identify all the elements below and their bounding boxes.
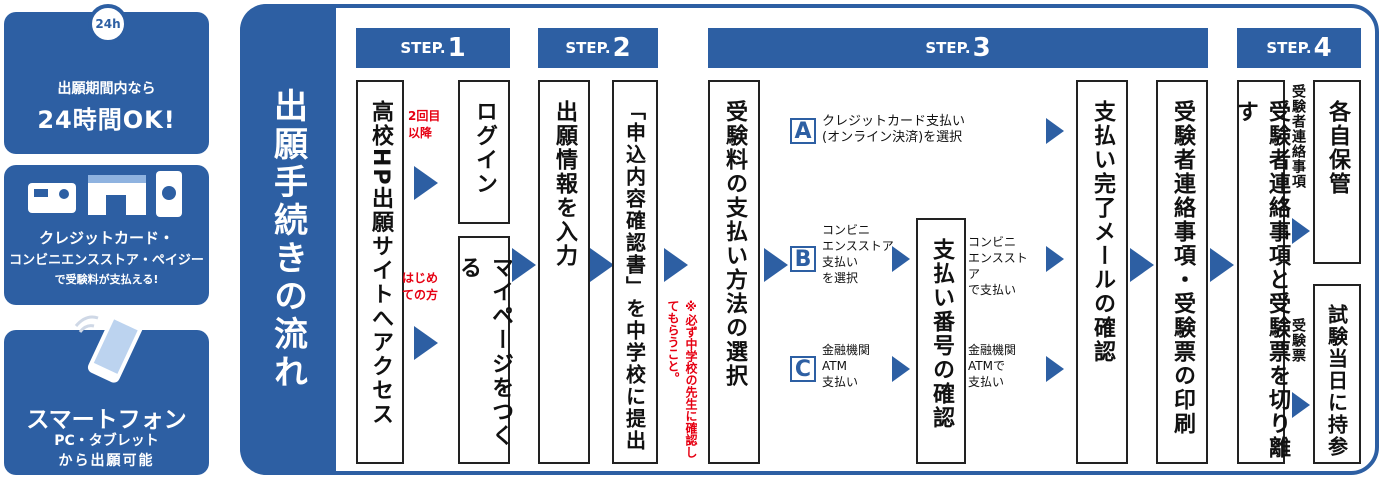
- step-header-4: STEP.4: [1237, 28, 1361, 68]
- credit-card-icon: [28, 183, 76, 213]
- arrow-2-3: [664, 248, 688, 282]
- step-header-3: STEP.3: [708, 28, 1208, 68]
- box-mypage: マイページをつくる: [456, 236, 513, 464]
- step-header-1: STEP.1: [356, 28, 510, 68]
- arrow-a: [1046, 118, 1064, 144]
- note-second-time: 2回目以降: [408, 109, 441, 140]
- arrow-2a: [590, 248, 614, 282]
- box-site-access: 高校HP出願サイトへアクセス: [356, 80, 404, 464]
- arrow-3b: [1130, 248, 1154, 282]
- letter-c: C: [790, 356, 816, 382]
- payment-b-right-text: コンビニ エンスストア で支払い: [968, 235, 1028, 297]
- flow-panel: [240, 4, 1379, 475]
- clock-icon: 24h: [88, 4, 128, 44]
- arrow-1-2: [512, 248, 536, 282]
- arrow-c-right: [1046, 356, 1064, 382]
- label-exam-ticket: 受験票: [1290, 318, 1306, 363]
- arrow-b-right: [1046, 246, 1064, 272]
- arrow-b: [892, 246, 910, 272]
- box-bring: 試験当日に持参: [1313, 284, 1361, 464]
- payment-c-text: 金融機関 ATM 支払い: [822, 343, 871, 389]
- box-input-info: 出願情報を入力: [538, 80, 590, 464]
- payment-icons: [28, 171, 182, 217]
- step-header-2: STEP.2: [538, 28, 658, 68]
- payment-b-text: コンビニ エンスストア 支払い を選択: [822, 223, 894, 285]
- card-smartphone: スマートフォン PC・タブレット から出願可能: [4, 312, 209, 475]
- label-contact-items: 受験者連絡事項: [1290, 84, 1306, 189]
- payment-a-text: クレジットカード支払い (オンライン決済)を選択: [822, 114, 966, 145]
- smartphone-icon: [74, 312, 143, 383]
- box-payment-number: 支払い番号の確認: [916, 218, 966, 464]
- card2-line2: コンビニエンスストア・ペイジー: [9, 253, 204, 268]
- flow-side-band: [240, 4, 336, 475]
- card-24h: 24h 出願期間内なら 24時間OK!: [4, 4, 209, 154]
- note-confirm: ※必ず中学校の先生に確認してもらうこと。: [666, 300, 698, 458]
- arrow-step1b: [414, 326, 438, 360]
- card-payment: クレジットカード・ コンビニエンスストア・ペイジー で受験料が支払える!: [4, 165, 209, 305]
- box-print: 受験者連絡事項・受験票の印刷: [1156, 80, 1208, 464]
- card3-line3: から出願可能: [58, 453, 155, 469]
- card2-line3: で受験料が支払える!: [54, 273, 159, 286]
- note-first-time: はじめての方: [402, 271, 439, 302]
- arrow-4b: [1292, 392, 1310, 418]
- letter-a: A: [790, 118, 816, 144]
- arrow-c: [892, 356, 910, 382]
- box-keep: 各自保管: [1313, 80, 1361, 264]
- box-login: ログイン: [458, 80, 510, 224]
- letter-b: B: [790, 246, 816, 272]
- payment-c-right-text: 金融機関 ATMで 支払い: [968, 343, 1017, 389]
- card1-line2: 24時間OK!: [37, 106, 176, 134]
- box-cut-apart: 受験者連絡事項と受験票を切り離す: [1233, 80, 1290, 464]
- card1-line1: 出願期間内なら: [57, 81, 156, 97]
- box-submit-form: 「申込内容確認書」を中学校に提出: [612, 80, 658, 464]
- arrow-3a: [764, 248, 788, 282]
- card3-line2: PC・タブレット: [54, 433, 159, 449]
- arrow-3-4: [1210, 248, 1234, 282]
- badge-24h: 24h: [95, 17, 121, 31]
- card3-line1: スマートフォン: [26, 407, 187, 433]
- box-select-payment: 受験料の支払い方法の選択: [708, 80, 760, 464]
- flow-title: 出願手続きの流れ: [267, 87, 308, 392]
- box-done-mail: 支払い完了メールの確認: [1076, 80, 1128, 464]
- arrow-4a: [1292, 218, 1310, 244]
- arrow-step1a: [414, 166, 438, 200]
- card2-line1: クレジットカード・: [38, 229, 174, 247]
